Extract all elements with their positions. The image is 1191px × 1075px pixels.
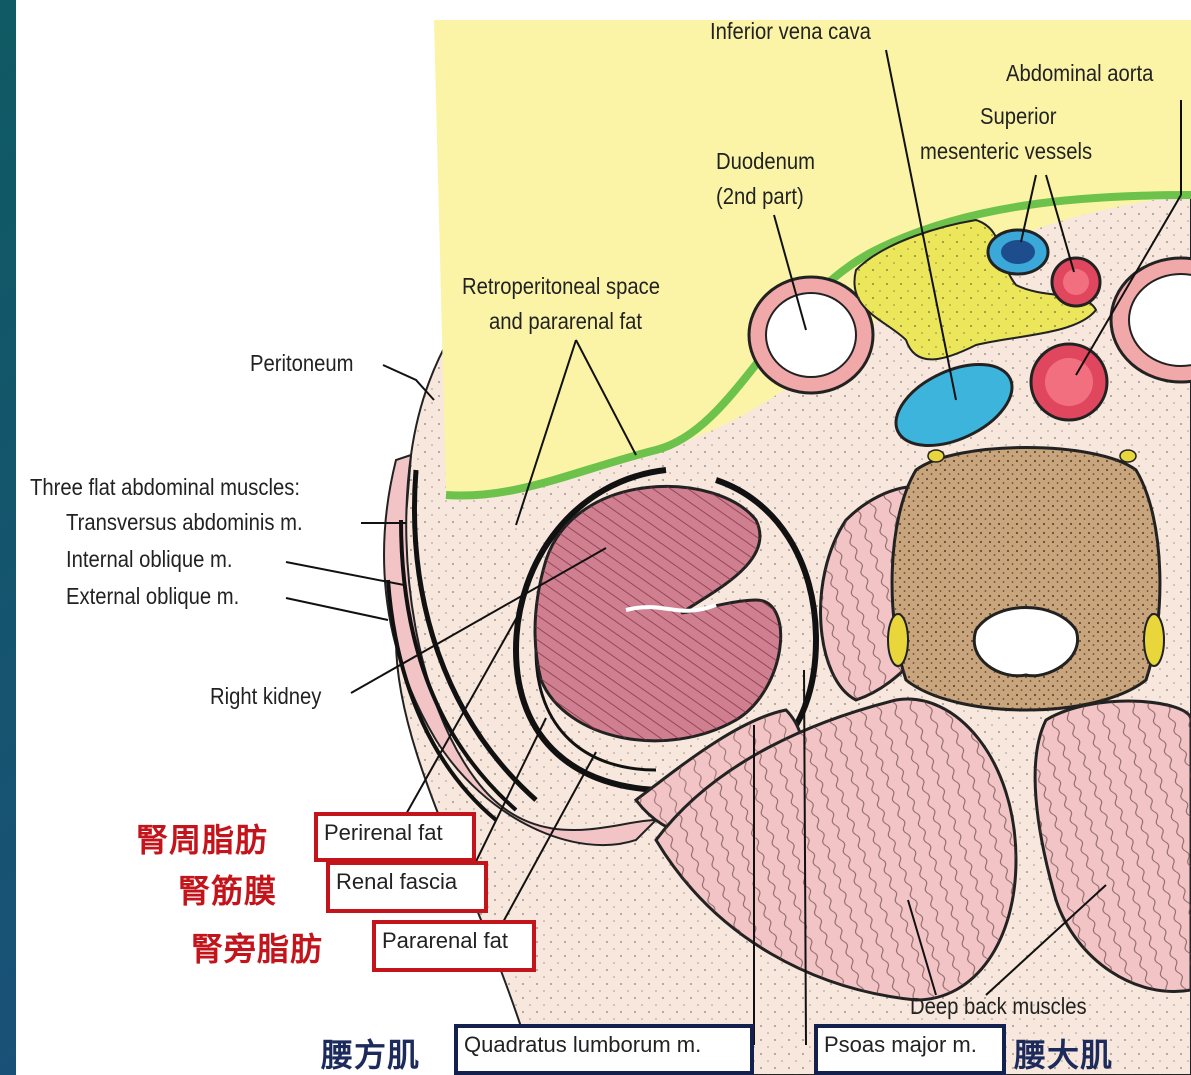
- zh-perirenal-fat: 腎周脂肪: [136, 815, 268, 861]
- label-transversus-abdominis: Transversus abdominis m.: [66, 509, 303, 536]
- box-perirenal-fat: Perirenal fat: [314, 812, 476, 862]
- zh-renal-fascia: 腎筋膜: [178, 866, 277, 912]
- label-deep-back-muscles: Deep back muscles: [910, 993, 1087, 1020]
- label-peritoneum: Peritoneum: [250, 350, 354, 377]
- label-inferior-vena-cava: Inferior vena cava: [710, 18, 871, 45]
- label-external-oblique: External oblique m.: [66, 583, 239, 610]
- label-three-flat-muscles: Three flat abdominal muscles:: [30, 474, 300, 501]
- spinal-canal: [974, 608, 1077, 676]
- diagram-canvas: Inferior vena cava Abdominal aorta Super…: [16, 0, 1191, 1075]
- label-retroperitoneal-space: Retroperitoneal space: [462, 273, 660, 300]
- zh-quadratus-lumborum: 腰方肌: [321, 1030, 420, 1075]
- label-internal-oblique: Internal oblique m.: [66, 546, 233, 573]
- label-right-kidney: Right kidney: [210, 683, 321, 710]
- label-abdominal-aorta: Abdominal aorta: [1006, 60, 1153, 87]
- box-quadratus-lumborum: Quadratus lumborum m.: [454, 1024, 754, 1075]
- label-duodenum-part: (2nd part): [716, 183, 804, 210]
- label-mesenteric-vessels: mesenteric vessels: [920, 138, 1092, 165]
- zh-pararenal-fat: 腎旁脂肪: [191, 924, 323, 970]
- zh-psoas-major: 腰大肌: [1014, 1030, 1113, 1075]
- label-superior-line1: Superior: [980, 103, 1057, 130]
- box-psoas-major: Psoas major m.: [814, 1024, 1006, 1075]
- box-pararenal-fat: Pararenal fat: [372, 920, 536, 972]
- box-renal-fascia: Renal fascia: [326, 861, 488, 913]
- label-pararenal-fat-top: and pararenal fat: [489, 308, 642, 335]
- label-duodenum: Duodenum: [716, 148, 815, 175]
